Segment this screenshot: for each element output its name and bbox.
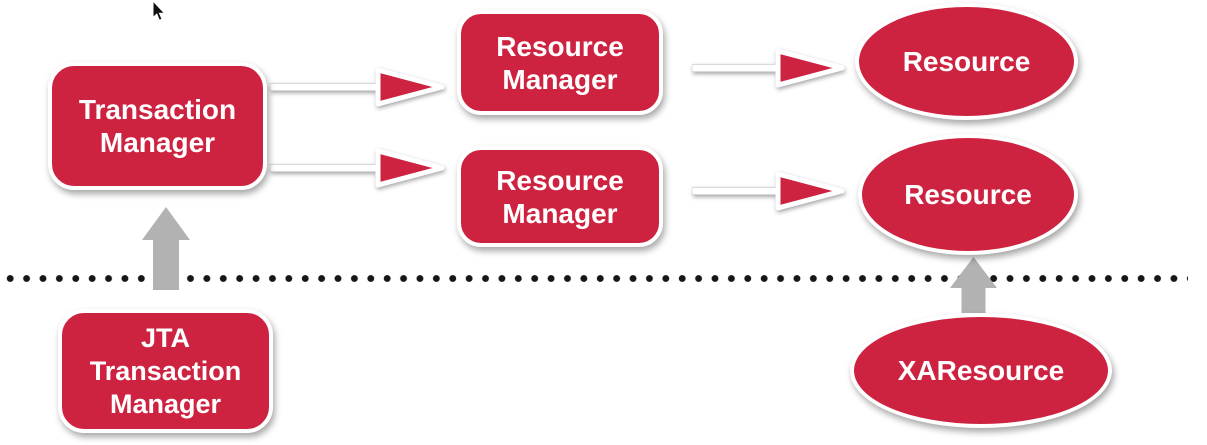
- jta-transaction-manager-label: JTA Transaction Manager: [89, 322, 242, 419]
- gray-up-arrow-jta-to-transaction-manager: [142, 207, 190, 290]
- resource-manager-1-label: Resource Manager: [496, 30, 624, 95]
- arrow-tm-to-rm1: [270, 67, 445, 107]
- transaction-manager-label: Transaction Manager: [78, 94, 237, 158]
- node-xaresource: XAResource: [850, 313, 1112, 428]
- node-jta-transaction-manager: JTA Transaction Manager: [58, 309, 273, 433]
- node-resource-2: Resource: [858, 134, 1078, 255]
- resource-1-label: Resource: [902, 46, 1031, 77]
- resource-manager-2-label: Resource Manager: [496, 164, 624, 229]
- arrow-tm-to-rm2: [270, 148, 445, 188]
- mouse-pointer-icon: [152, 0, 166, 21]
- xaresource-label: XAResource: [897, 355, 1065, 386]
- node-resource-manager-2: Resource Manager: [457, 146, 663, 247]
- arrow-rm1-to-resource1: [692, 48, 845, 88]
- node-resource-1: Resource: [855, 3, 1078, 120]
- gray-up-arrow-xaresource-to-resource: [950, 257, 997, 313]
- resource-2-label: Resource: [904, 179, 1032, 210]
- node-resource-manager-1: Resource Manager: [457, 10, 663, 115]
- arrow-rm2-to-resource2: [692, 171, 845, 211]
- node-transaction-manager: Transaction Manager: [48, 62, 267, 190]
- dotted-divider-line: [2, 274, 1188, 283]
